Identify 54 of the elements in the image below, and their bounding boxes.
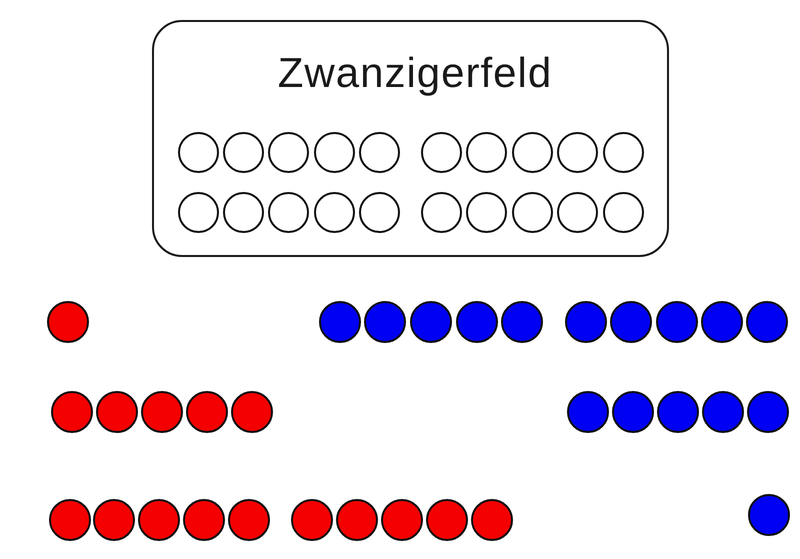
ring-icon xyxy=(358,192,400,232)
ring-icon xyxy=(268,132,308,172)
counter-icon xyxy=(746,301,788,343)
counter-icon xyxy=(51,391,93,433)
ring-icon xyxy=(512,192,552,232)
ring-icon xyxy=(466,192,506,232)
ring-icon xyxy=(268,192,308,232)
ring-icon xyxy=(602,132,644,172)
ring-icon xyxy=(556,132,598,172)
counter-icon xyxy=(657,391,699,433)
counter-icon xyxy=(186,391,228,433)
counter-icon xyxy=(364,301,406,343)
counter-icon xyxy=(96,391,138,433)
counter-icon xyxy=(456,301,498,343)
counter-icon xyxy=(702,391,744,433)
counter-icon xyxy=(336,499,378,541)
ring-icon xyxy=(466,132,506,172)
ring-icon xyxy=(602,192,644,232)
counter-icon xyxy=(47,301,89,343)
counter-icon xyxy=(426,499,468,541)
counter-icon xyxy=(49,499,91,541)
counter-icon xyxy=(228,499,270,541)
counter-icon xyxy=(291,499,333,541)
ring-icon xyxy=(178,192,218,232)
ring-icon xyxy=(556,192,598,232)
counter-icon xyxy=(565,301,607,343)
counter-icon xyxy=(612,391,654,433)
counter-icon xyxy=(501,301,543,343)
counter-icon xyxy=(231,391,273,433)
counter-icon xyxy=(747,391,789,433)
ring-icon xyxy=(420,192,462,232)
counter-icon xyxy=(567,391,609,433)
counter-icon xyxy=(93,499,135,541)
counter-icon xyxy=(183,499,225,541)
ring-icon xyxy=(222,192,264,232)
ring-icon xyxy=(178,132,218,172)
counter-icon xyxy=(410,301,452,343)
counter-icon xyxy=(701,301,743,343)
counter-icon xyxy=(748,494,790,536)
ring-icon xyxy=(314,132,354,172)
counter-icon xyxy=(381,499,423,541)
ring-icon xyxy=(314,192,354,232)
counter-icon xyxy=(138,499,180,541)
ring-icon xyxy=(512,132,552,172)
counter-icon xyxy=(141,391,183,433)
card-title: Zwanzigerfeld xyxy=(278,52,552,94)
counter-icon xyxy=(610,301,652,343)
ring-icon xyxy=(420,132,462,172)
counter-icon xyxy=(656,301,698,343)
ring-icon xyxy=(358,132,400,172)
counter-icon xyxy=(319,301,361,343)
frame-card xyxy=(152,20,669,257)
counter-icon xyxy=(471,499,513,541)
ring-icon xyxy=(222,132,264,172)
